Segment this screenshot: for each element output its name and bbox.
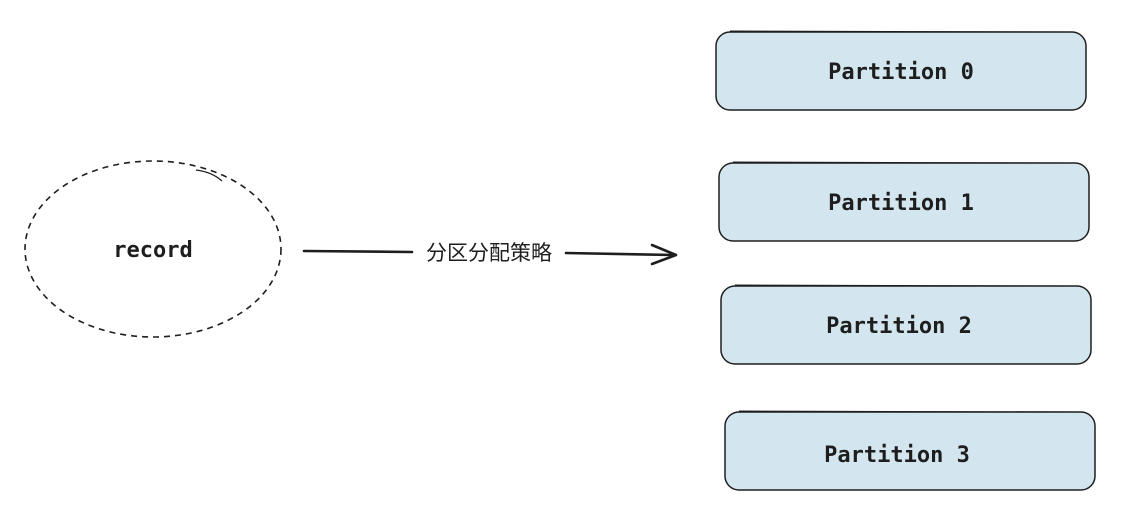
- partition-1-label: Partition 1: [828, 191, 974, 216]
- partition-3-box: Partition 3: [724, 410, 1096, 491]
- partition-0-sketch-stroke: [729, 30, 1073, 33]
- arrow-head: [650, 243, 678, 266]
- partition-2-label: Partition 2: [826, 314, 972, 339]
- partition-3-label: Partition 3: [824, 443, 970, 468]
- arrow-shaft-left: [302, 249, 414, 254]
- record-label: record: [113, 238, 192, 263]
- record-ellipse: [24, 160, 282, 338]
- partition-2-box: Partition 2: [720, 284, 1092, 365]
- partition-1-box: Partition 1: [718, 161, 1090, 242]
- partition-1-sketch-stroke: [732, 161, 1076, 164]
- partition-0-label: Partition 0: [828, 60, 974, 85]
- record-ellipse-sketch-stroke: [195, 169, 223, 182]
- assignment-arrow: 分区分配策略: [302, 241, 678, 266]
- arrow-shaft-right: [564, 251, 676, 257]
- record-node: record: [24, 160, 282, 338]
- partition-2-sketch-stroke: [734, 284, 1078, 287]
- partition-0-box: Partition 0: [715, 30, 1087, 111]
- arrow-label: 分区分配策略: [426, 241, 552, 265]
- partition-3-sketch-stroke: [738, 410, 1082, 413]
